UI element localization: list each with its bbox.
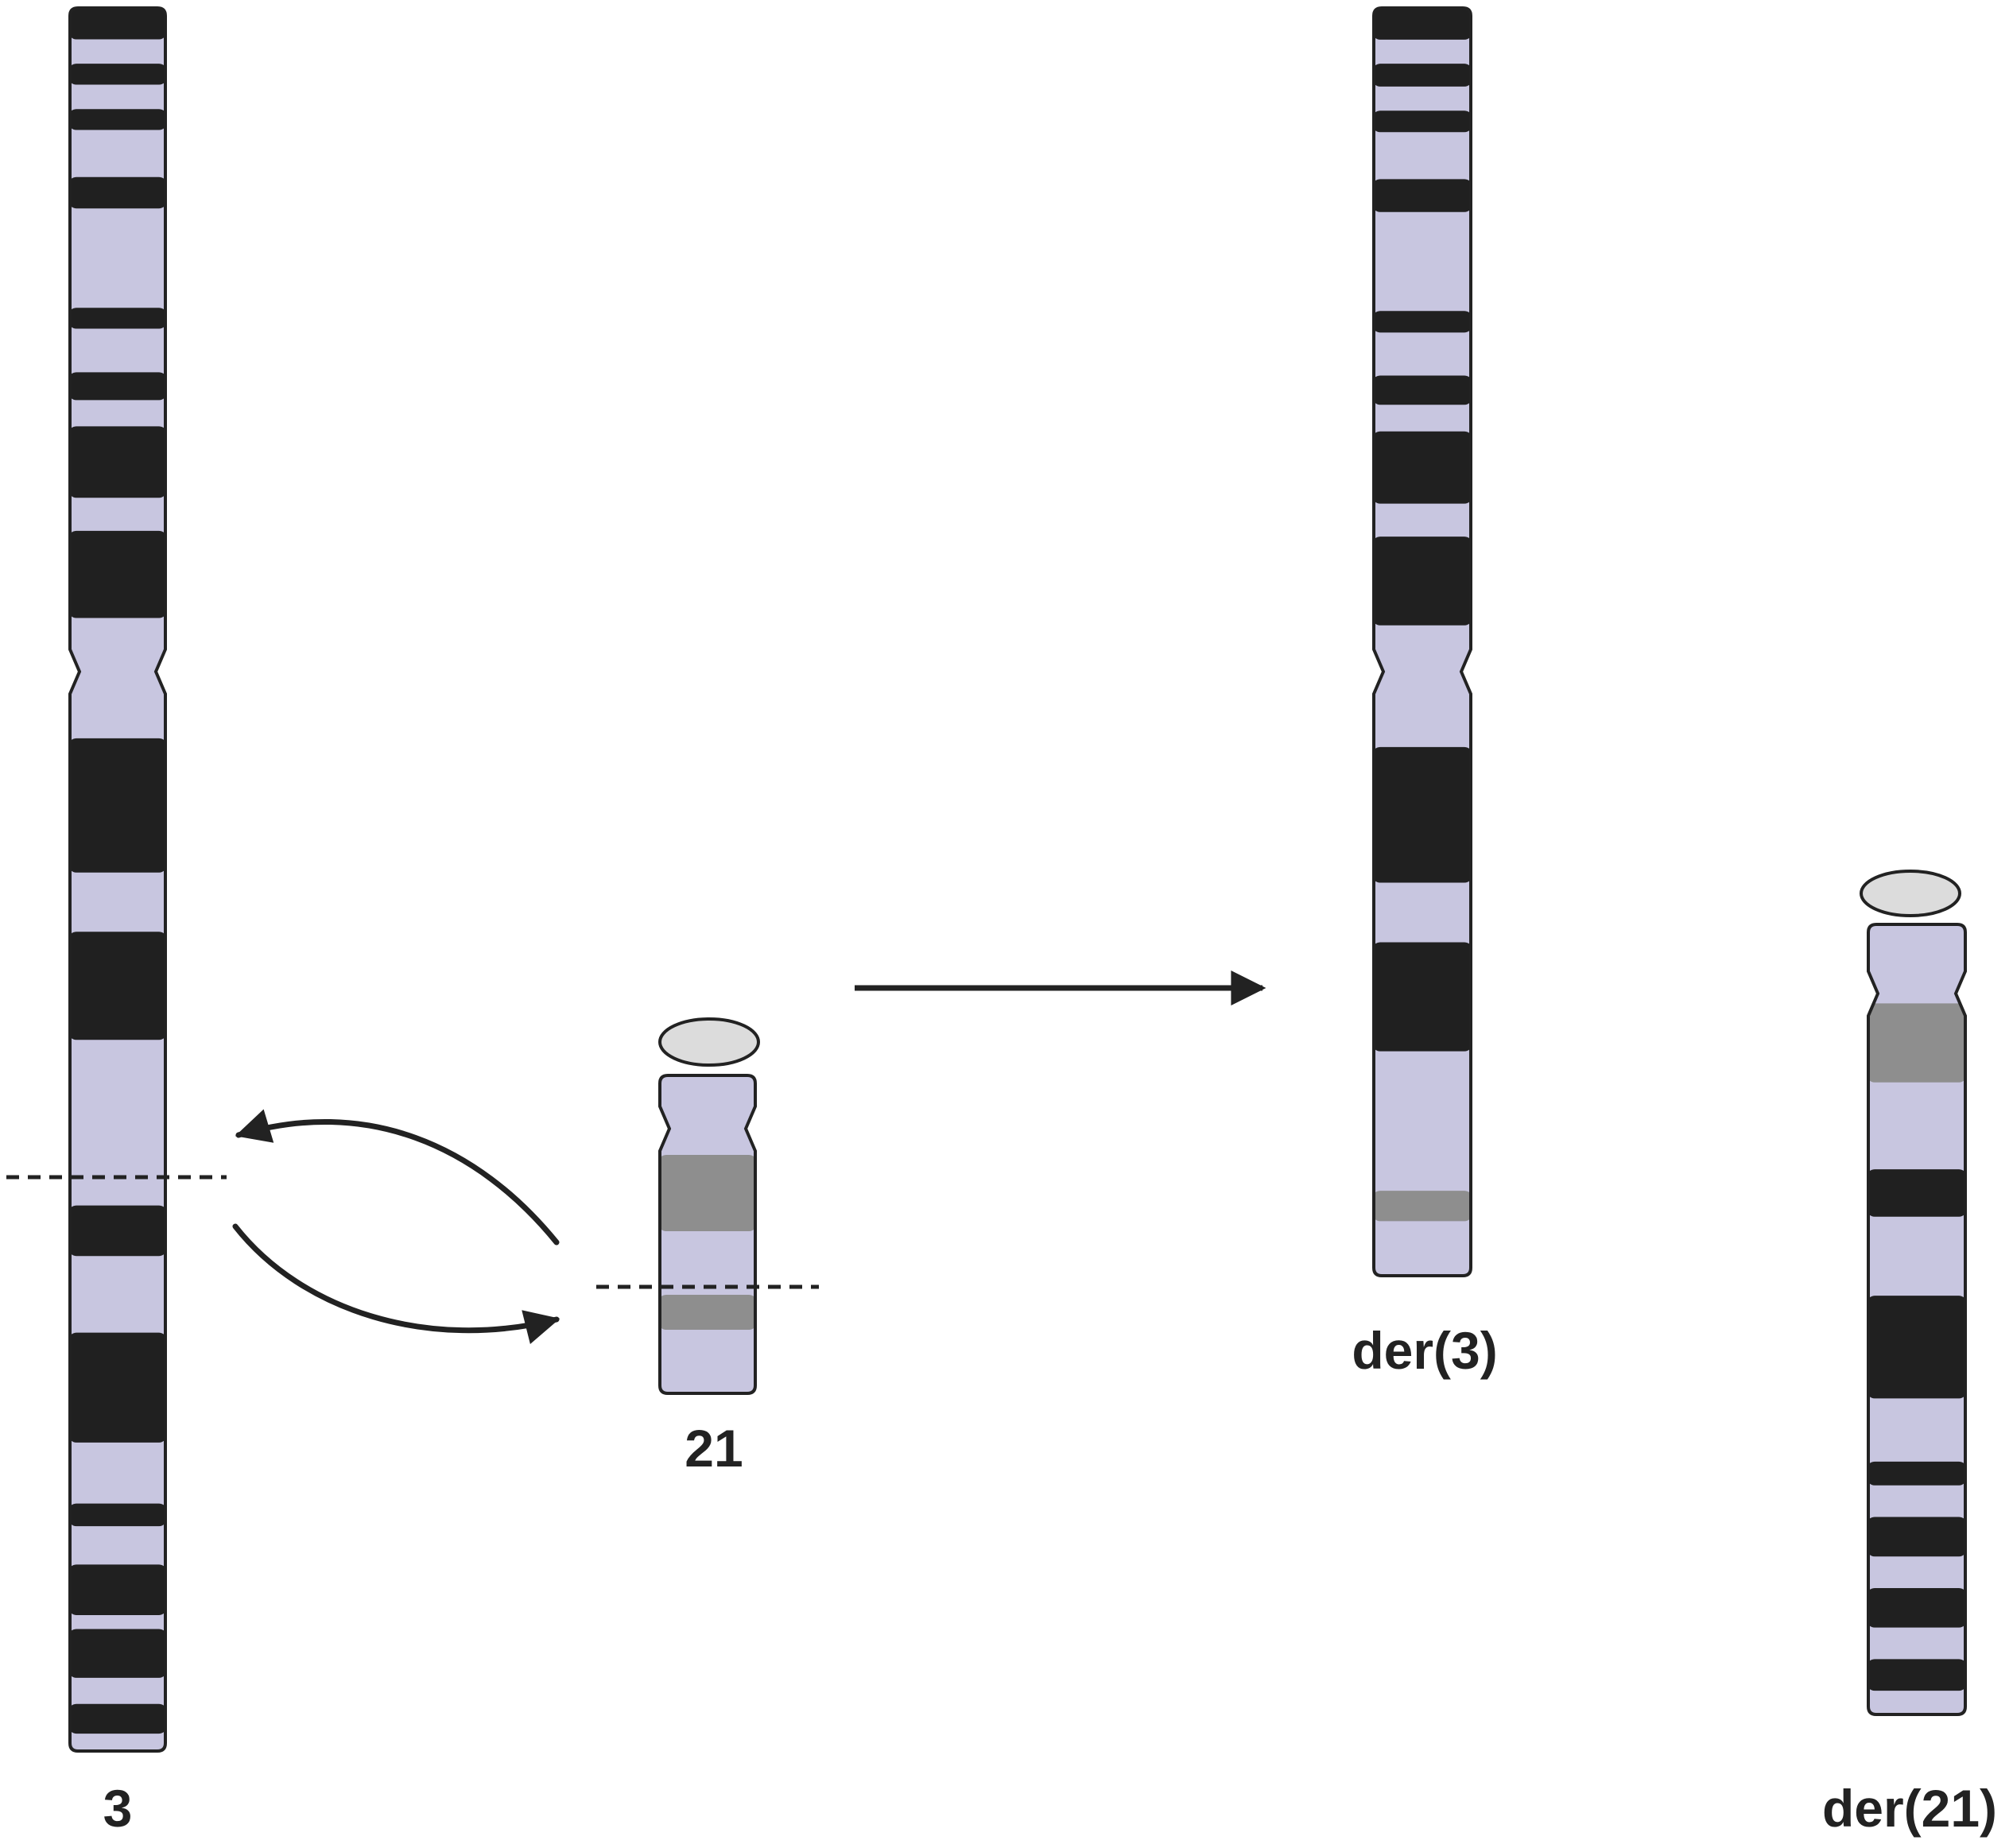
- exchange-arrow-upper: [235, 1109, 560, 1246]
- chromosome-der3: [1372, 6, 1472, 1277]
- chr3-band-8: [70, 530, 165, 618]
- chr3-band-2: [70, 64, 165, 85]
- der3-band-6: [1374, 375, 1471, 405]
- der21-band-1: [1868, 1003, 1965, 1083]
- chr3-band-13: [70, 1503, 165, 1527]
- chr3-band-11: [70, 1205, 165, 1257]
- chr3-band-4: [70, 176, 165, 209]
- chr3-band-5: [70, 308, 165, 329]
- der3-band-11: [1374, 1191, 1471, 1222]
- der3-band-9: [1374, 746, 1471, 883]
- chromosome-21: [658, 1017, 760, 1395]
- der21-band-3: [1868, 1296, 1965, 1399]
- chr3-band-16: [70, 1703, 165, 1734]
- der21-band-5: [1868, 1517, 1965, 1557]
- label-chromosome-3: 3: [103, 1779, 133, 1838]
- der3-outline: [1372, 6, 1472, 1277]
- chr21-outline: [658, 1074, 757, 1395]
- chr3-band-14: [70, 1564, 165, 1615]
- der3-band-8: [1374, 537, 1471, 626]
- der21-satellite: [1860, 870, 1961, 917]
- der21-band-6: [1868, 1587, 1965, 1628]
- chromosome-der21: [1860, 870, 1967, 1716]
- chr3-band-15: [70, 1629, 165, 1678]
- chr3-band-6: [70, 372, 165, 401]
- chr3-band-3: [70, 109, 165, 130]
- label-chromosome-21: 21: [685, 1419, 743, 1478]
- chr3-band-10: [70, 932, 165, 1040]
- der3-band-5: [1374, 311, 1471, 333]
- chr21-body: [660, 1075, 755, 1393]
- chr3-band-7: [70, 426, 165, 498]
- der3-band-4: [1374, 179, 1471, 212]
- der3-band-2: [1374, 64, 1471, 87]
- der21-band-2: [1868, 1169, 1965, 1217]
- label-der21: der(21): [1822, 1779, 1997, 1838]
- chr3-outline: [68, 6, 167, 1753]
- der21-band-7: [1868, 1659, 1965, 1691]
- der3-band-3: [1374, 110, 1471, 133]
- label-der3: der(3): [1352, 1321, 1497, 1380]
- chr3-body: [70, 8, 165, 1751]
- chr3-band-12: [70, 1332, 165, 1443]
- der21-band-4: [1868, 1461, 1965, 1486]
- chr21-satellite: [658, 1017, 760, 1067]
- chr21-band-1: [660, 1155, 755, 1231]
- chr3-band-1: [70, 8, 165, 40]
- chromosome-3: [68, 6, 167, 1753]
- chr21-band-2: [660, 1295, 755, 1330]
- der21-outline: [1867, 923, 1967, 1716]
- der3-band-10: [1374, 942, 1471, 1052]
- der3-band-7: [1374, 431, 1471, 504]
- der3-band-1: [1374, 8, 1471, 40]
- exchange-arrow-lower: [232, 1223, 560, 1344]
- chr3-band-9: [70, 738, 165, 873]
